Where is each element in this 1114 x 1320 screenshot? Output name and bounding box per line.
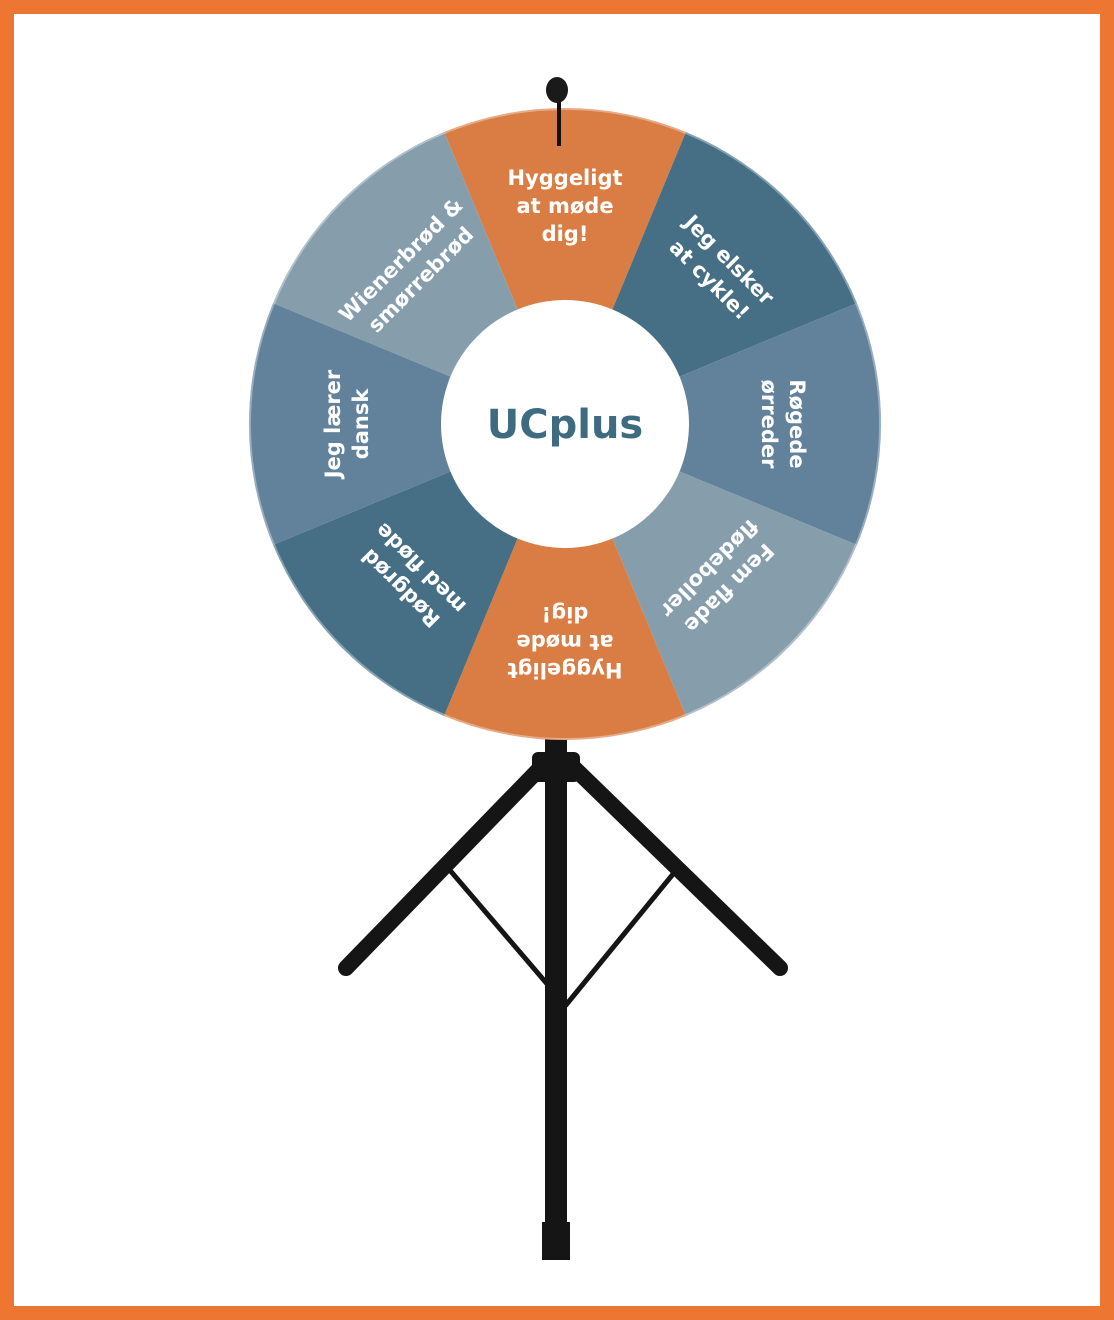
wheel-segment-label: Hyggeligt at møde dig! [507,602,622,682]
wheel-rim [249,108,881,740]
wheel-segment-label-line: dansk [349,388,373,460]
wheel-segment-label-line: dig! [542,222,589,246]
wheel-segment-label-line: Hyggeligt [507,166,622,190]
wheel-segment [248,303,565,545]
stand-leg-right [558,752,788,976]
stand-brace-left [445,865,551,988]
stand-foot [542,1222,570,1260]
wheel-segment-label-line: Jeg lærer [321,369,345,480]
wheel-segment-label-line: at møde [516,630,613,654]
wheel-segment-label-line: dig! [542,602,589,626]
wheel-segment-label-line: at møde [516,194,613,218]
stand-hub [532,752,580,782]
wheel-center-label: UCplus [487,402,643,448]
stand-brace-right [563,865,681,1008]
wheel-segment [444,424,686,741]
wheel-segment [444,107,686,424]
pointer [546,77,568,146]
tripod-stand [338,715,788,1260]
wheel-center-disc [441,300,689,548]
pointer-knob [546,77,568,103]
wheel-segment-label-line: ørreder [757,379,781,469]
wheel-segment-label: Hyggeligt at møde dig! [507,166,622,246]
wheel-segment-label-line: Hyggeligt [507,658,622,682]
wheel-segment [565,303,882,545]
stand-leg-left [338,752,556,976]
wheel-segment-label-line: Røgede [785,379,809,468]
